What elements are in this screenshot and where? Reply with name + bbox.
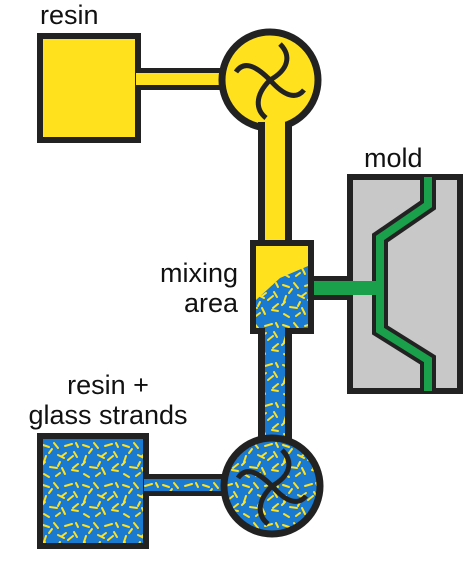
glass-label-line1: resin + — [67, 370, 149, 400]
glass-strands-label: resin + glass strands — [10, 370, 206, 430]
resin-label: resin — [40, 0, 99, 30]
mixing-label-line1: mixing — [159, 258, 238, 288]
resin-down-pipe — [258, 122, 292, 246]
resin-pipe — [136, 68, 232, 90]
glass-pipe — [144, 474, 232, 496]
glass-label-line2: glass strands — [28, 400, 188, 430]
mold-label: mold — [364, 143, 423, 173]
mold-nozzle — [308, 276, 382, 300]
resin-pump — [218, 28, 322, 132]
resin-tank — [37, 33, 141, 143]
glass-tank — [37, 433, 149, 549]
mixing-chamber — [250, 240, 314, 334]
mixing-area-label: mixing area — [130, 258, 238, 318]
mixture-up-pipe — [258, 326, 292, 450]
mixing-label-line2: area — [183, 288, 238, 318]
glass-pump — [220, 434, 324, 538]
